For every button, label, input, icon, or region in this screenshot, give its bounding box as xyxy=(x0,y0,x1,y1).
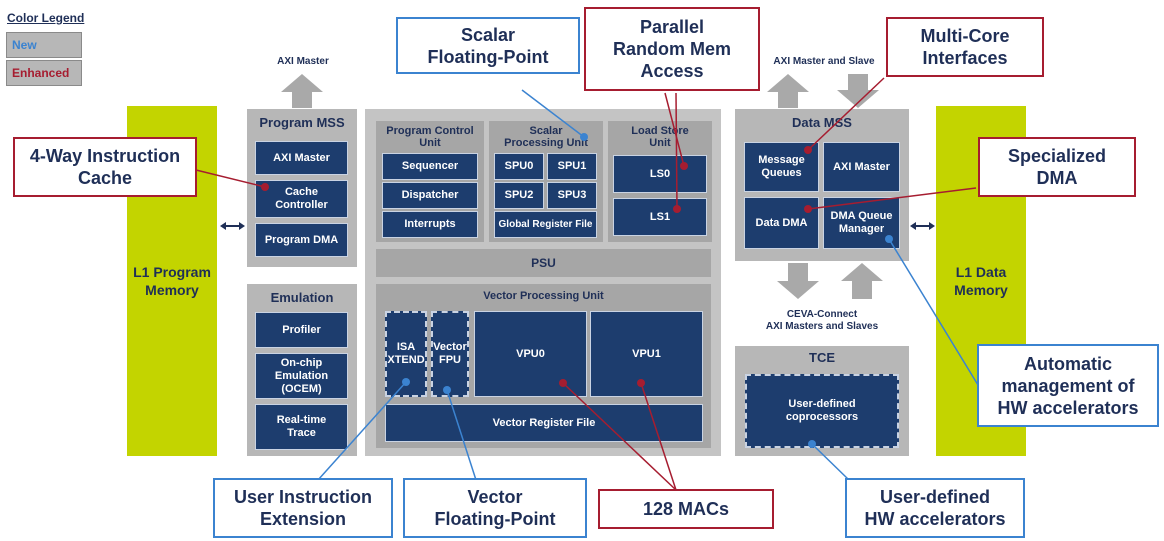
psu-bar: PSU xyxy=(376,249,711,277)
ceva-down-arrow xyxy=(777,263,819,299)
callout-parallel-mem: Parallel Random Mem Access xyxy=(584,7,760,91)
program-mss-title: Program MSS xyxy=(259,115,345,130)
pmss-cache-controller: Cache Controller xyxy=(255,180,348,218)
emulation-title: Emulation xyxy=(270,290,334,305)
pmss-program-dma: Program DMA xyxy=(255,223,348,257)
dmss-down-arrow xyxy=(837,74,879,108)
legend-title: Color Legend xyxy=(7,11,85,25)
emu-profiler: Profiler xyxy=(255,312,348,348)
spu3: SPU3 xyxy=(547,182,597,209)
global-register-file: Global Register File xyxy=(494,211,597,238)
tce-title: TCE xyxy=(809,350,835,365)
spu2: SPU2 xyxy=(494,182,544,209)
axi-master-slave-label: AXI Master and Slave xyxy=(773,56,875,67)
pcu-title: Program Control Unit xyxy=(386,125,474,149)
spu0: SPU0 xyxy=(494,153,544,180)
emu-ocem: On-chip Emulation (OCEM) xyxy=(255,353,348,399)
ceva-up-arrow xyxy=(841,263,883,299)
ls0: LS0 xyxy=(613,155,707,193)
pmss-axi-master: AXI Master xyxy=(255,141,348,175)
vpu-title: Vector Processing Unit xyxy=(483,290,604,302)
ceva-connect-label: CEVA-Connect AXI Masters and Slaves xyxy=(765,309,879,332)
pcu-sequencer: Sequencer xyxy=(382,153,478,180)
callout-multicore: Multi-Core Interfaces xyxy=(886,17,1044,77)
spu1: SPU1 xyxy=(547,153,597,180)
pcu-interrupts: Interrupts xyxy=(382,211,478,238)
dmss-message-queues: Message Queues xyxy=(744,142,819,192)
vpu0: VPU0 xyxy=(474,311,587,397)
data-mss-title: Data MSS xyxy=(792,115,852,130)
psu-label: PSU xyxy=(531,256,556,270)
callout-auto-hw: Automatic management of HW accelerators xyxy=(977,344,1159,427)
l1-data-bidir-arrow xyxy=(910,222,935,230)
vector-fpu: Vector FPU xyxy=(431,311,469,397)
callout-user-instr: User Instruction Extension xyxy=(213,478,393,538)
callout-icache: 4-Way Instruction Cache xyxy=(13,137,197,197)
spu-title: Scalar Processing Unit xyxy=(504,125,588,149)
callout-macs: 128 MACs xyxy=(598,489,774,529)
dmss-axi-master: AXI Master xyxy=(823,142,900,192)
callout-vector-fp: Vector Floating-Point xyxy=(403,478,587,538)
ls1: LS1 xyxy=(613,198,707,236)
l1-program-bidir-arrow xyxy=(220,222,245,230)
legend-enhanced: Enhanced xyxy=(6,60,82,86)
callout-specialized-dma: Specialized DMA xyxy=(978,137,1136,197)
callout-scalar-fp: Scalar Floating-Point xyxy=(396,17,580,74)
isa-xtend: ISA XTEND xyxy=(385,311,427,397)
dmss-data-dma: Data DMA xyxy=(744,197,819,249)
vector-register-file: Vector Register File xyxy=(385,404,703,442)
legend-new: New xyxy=(6,32,82,58)
vpu1: VPU1 xyxy=(590,311,703,397)
callout-user-hw: User-defined HW accelerators xyxy=(845,478,1025,538)
pcu-dispatcher: Dispatcher xyxy=(382,182,478,209)
axi-master-up-arrow xyxy=(281,74,323,108)
emu-trace: Real-time Trace xyxy=(255,404,348,450)
dmss-up-arrow xyxy=(767,74,809,108)
dmss-dma-queue-manager: DMA Queue Manager xyxy=(823,197,900,249)
tce-coprocessors: User-defined coprocessors xyxy=(745,374,899,448)
axi-master-label: AXI Master xyxy=(277,56,329,67)
lsu-title: Load Store Unit xyxy=(631,125,689,149)
